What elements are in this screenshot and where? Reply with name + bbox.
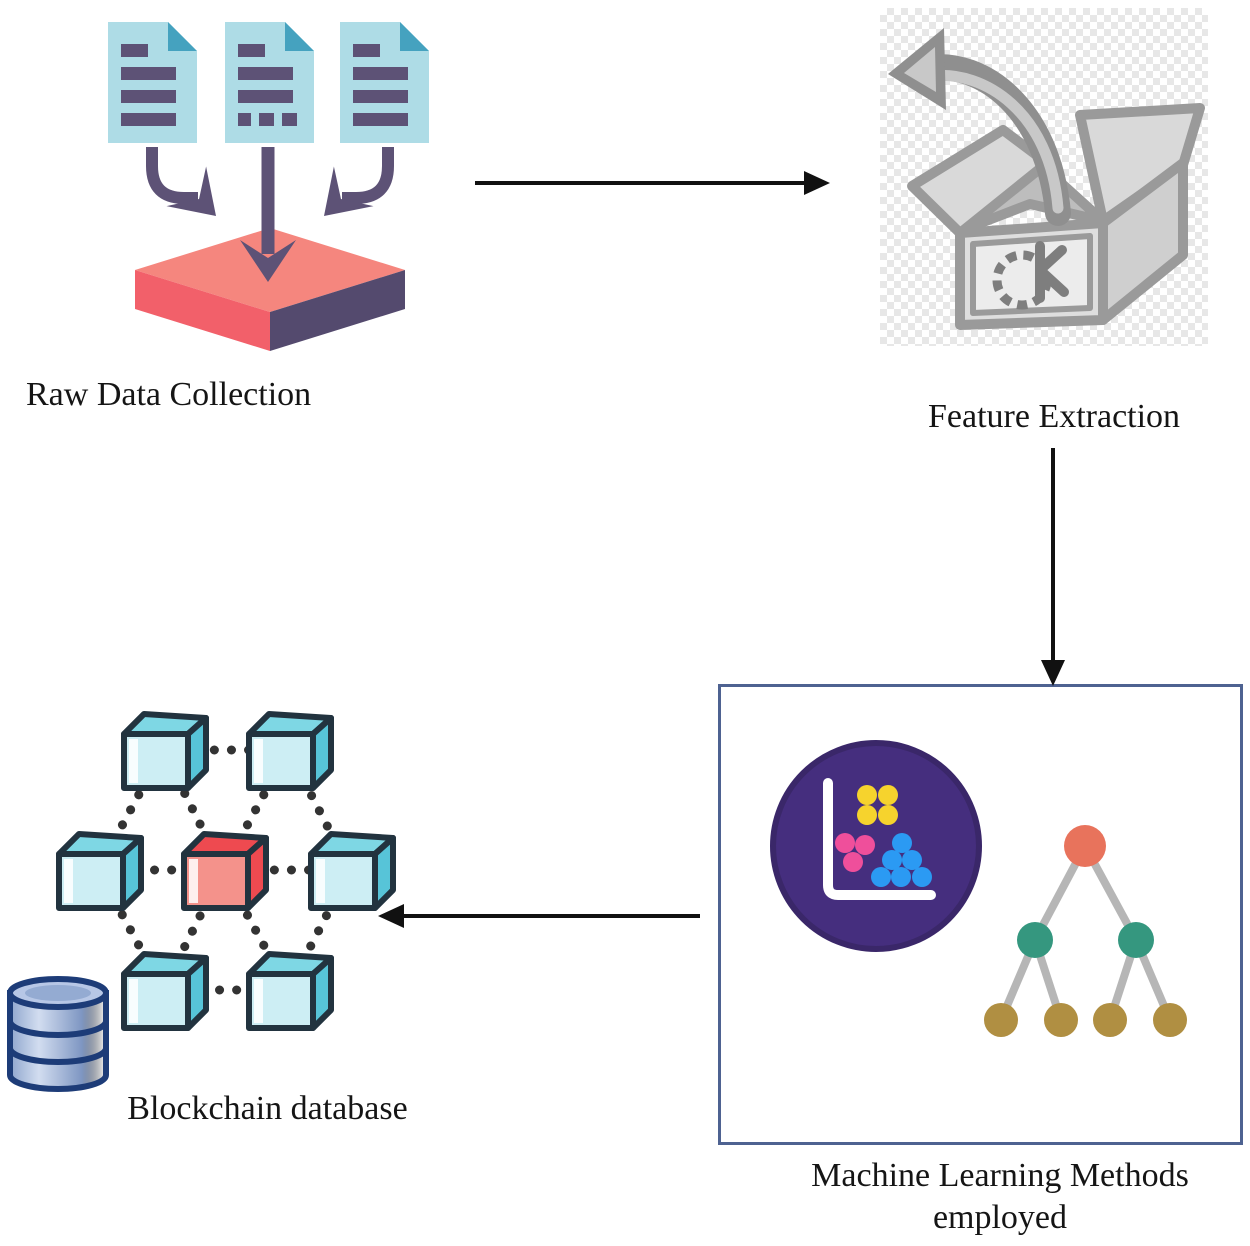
block-cube bbox=[249, 714, 331, 788]
block-cube bbox=[124, 714, 206, 788]
k-gear-logo bbox=[992, 241, 1069, 310]
decision-tree-icon bbox=[984, 825, 1187, 1037]
node-raw-data-collection bbox=[100, 10, 430, 355]
scatter-pink-cluster bbox=[835, 833, 875, 872]
arrow-feature-to-ml bbox=[1041, 448, 1065, 686]
blockchain-database-label: Blockchain database bbox=[127, 1090, 408, 1127]
tree-mid-node-left bbox=[1017, 922, 1053, 958]
ml-methods-label-line1: Machine Learning Methods bbox=[811, 1157, 1189, 1194]
block-cube bbox=[311, 834, 393, 908]
tree-root-node bbox=[1064, 825, 1106, 867]
document-flow-arrows bbox=[146, 147, 394, 282]
scatter-plot-icon bbox=[770, 740, 982, 952]
tree-leaf-nodes bbox=[984, 1003, 1187, 1037]
raw-data-collection-label: Raw Data Collection bbox=[26, 376, 312, 413]
open-package-box-icon bbox=[888, 28, 1205, 330]
database-cylinder-icon bbox=[7, 976, 109, 1092]
feature-extraction-tile bbox=[880, 8, 1208, 346]
cube-network-icon bbox=[7, 690, 440, 1092]
block-cube bbox=[249, 954, 331, 1028]
document-icon-3 bbox=[340, 22, 429, 143]
ml-methods-icons bbox=[770, 740, 1187, 1037]
arrow-raw-to-feature bbox=[475, 171, 830, 195]
ml-methods-label-line2: employed bbox=[932, 1199, 1068, 1236]
node-ml-methods bbox=[718, 684, 1243, 1145]
documents-into-collector-icon bbox=[108, 22, 429, 351]
scatter-blue-cluster bbox=[871, 833, 932, 887]
node-blockchain-database bbox=[0, 690, 440, 1110]
document-icon-1 bbox=[108, 22, 197, 143]
block-cube-highlighted bbox=[184, 834, 266, 908]
block-cube bbox=[124, 954, 206, 1028]
tree-mid-node-right bbox=[1118, 922, 1154, 958]
block-cube bbox=[59, 834, 141, 908]
document-icon-2 bbox=[225, 22, 314, 143]
ml-methods-label: Machine Learning Methods employed bbox=[765, 1155, 1235, 1239]
feature-extraction-label: Feature Extraction bbox=[928, 398, 1181, 435]
extract-arrow-icon bbox=[888, 28, 1071, 226]
scatter-yellow-cluster bbox=[857, 785, 898, 825]
